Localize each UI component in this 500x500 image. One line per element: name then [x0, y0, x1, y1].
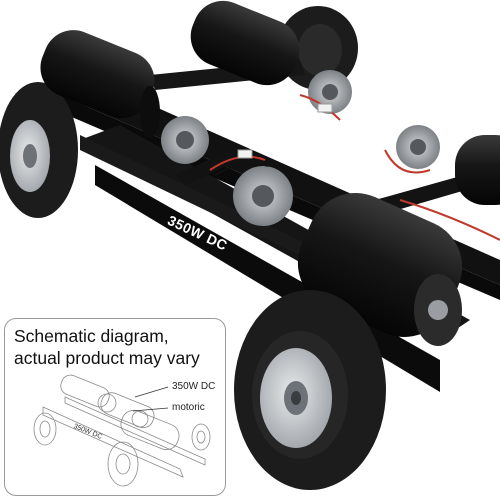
schematic-sketch: [33, 374, 211, 487]
callout-controller-label: motoric: [172, 402, 205, 413]
front-left-wheel: [0, 82, 78, 218]
motor-front-right: [396, 125, 500, 205]
front-right-wheel: [234, 290, 386, 490]
inset-title-line1: Schematic diagram,: [14, 326, 169, 346]
wiring: [209, 94, 500, 241]
inset-title: Schematic diagram, actual product may va…: [14, 325, 224, 369]
callout-motor-label: 350W DC: [172, 381, 216, 392]
inset-title-line2: actual product may vary: [14, 348, 200, 368]
motor-back-left: [40, 30, 209, 164]
motor-back-right: [190, 0, 352, 114]
schematic-inset: Schematic diagram, actual product may va…: [4, 318, 226, 496]
